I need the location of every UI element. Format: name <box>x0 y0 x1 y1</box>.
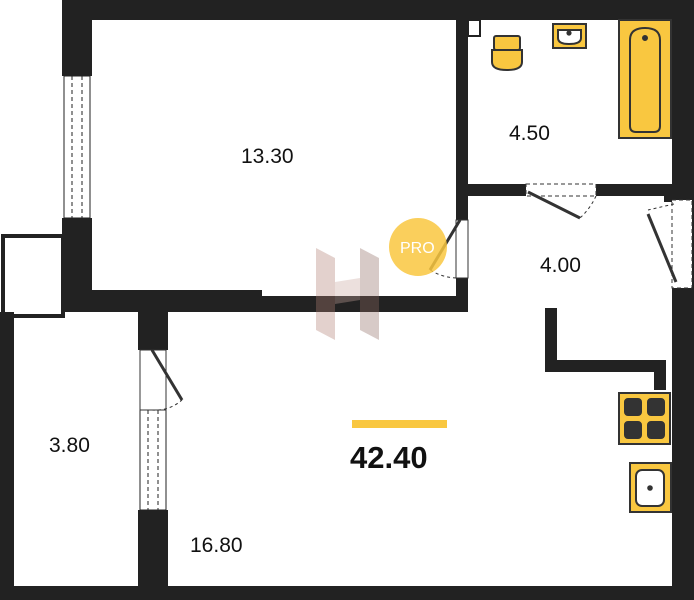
room-area-balcony: 3.80 <box>49 434 90 457</box>
room-area-hallway: 4.00 <box>540 254 581 277</box>
window-living <box>139 409 167 511</box>
room-area-bedroom: 13.30 <box>241 145 294 168</box>
washbasin-icon <box>552 23 587 49</box>
balcony-outer-frame <box>1 234 65 318</box>
total-area: 42.40 <box>350 440 428 475</box>
shaft <box>467 19 481 37</box>
toilet-icon <box>491 35 523 72</box>
window-bedroom <box>63 75 91 219</box>
pro-badge <box>389 218 447 276</box>
interior-walls <box>262 0 692 390</box>
balcony-door <box>139 349 184 411</box>
room-area-living-kitchen: 16.80 <box>190 534 243 557</box>
bathtub-icon <box>618 19 672 139</box>
room-area-bathroom: 4.50 <box>509 122 550 145</box>
watermark-h-logo: H <box>316 248 379 340</box>
sink-icon <box>629 462 672 513</box>
entrance-door <box>646 199 693 289</box>
bathroom-door <box>525 183 597 220</box>
total-area-accent-bar <box>352 420 447 428</box>
pro-badge-text: PRO <box>400 240 435 257</box>
stove-icon <box>618 392 671 445</box>
